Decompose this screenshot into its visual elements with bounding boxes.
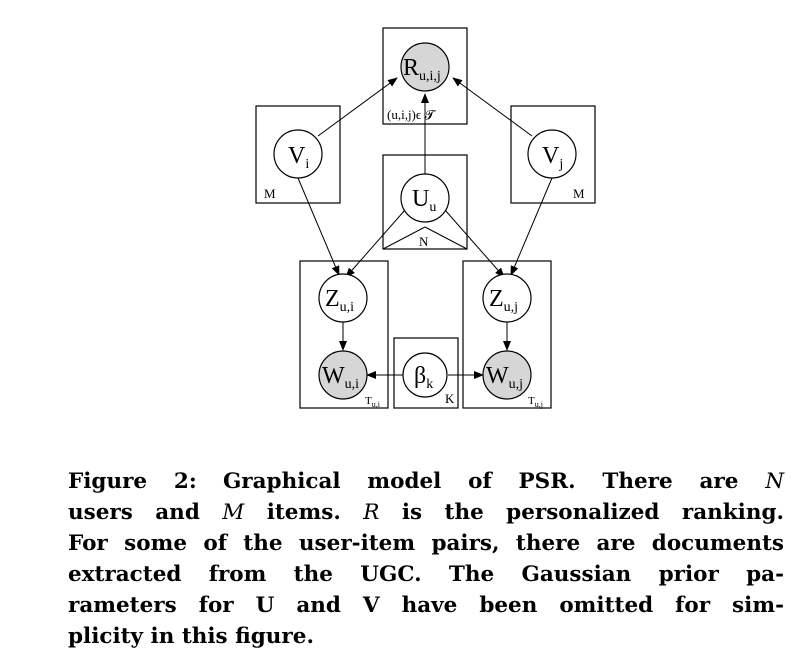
figure-caption: Figure 2: Graphical model of PSR. There … — [68, 466, 784, 652]
node-vj-label: Vj — [542, 143, 563, 172]
plate-users-fold-right — [424, 226, 468, 250]
node-r-label: Ru,i,j — [403, 55, 441, 84]
node-zuj-label: Zu,j — [489, 286, 518, 315]
caption-line1-text: Graphical model of PSR. There are — [222, 469, 766, 494]
node-zui-label: Zu,i — [325, 286, 354, 315]
node-zui — [318, 273, 368, 323]
plate-users-fold-left — [382, 226, 426, 250]
caption-var-m: M — [222, 500, 245, 525]
node-wui — [318, 350, 368, 400]
edge-u-to-zuj — [444, 209, 505, 278]
caption-var-r: R — [363, 500, 380, 525]
caption-line-4: extracted from the UGC. The Gaussian pri… — [68, 562, 784, 587]
plate-topics-label: K — [445, 391, 455, 406]
edge-vi-to-r — [317, 77, 398, 137]
edge-vi-to-zui — [297, 177, 340, 276]
plate-item-i — [255, 105, 341, 204]
edge-u-to-zui — [345, 209, 406, 278]
node-r — [400, 42, 450, 92]
node-u-label: Uu — [412, 186, 436, 215]
plate-doc-ui-label: Tu,i — [365, 395, 381, 409]
plate-users-label: N — [419, 234, 429, 249]
plate-item-j — [510, 105, 596, 204]
node-vj — [527, 129, 577, 179]
node-wui-label: Wu,i — [322, 363, 359, 392]
edge-vj-to-zuj — [510, 177, 553, 276]
caption-line-3: For some of the user-item pairs, there a… — [68, 531, 784, 556]
caption-label: Figure 2: — [68, 469, 197, 494]
node-vi — [273, 129, 323, 179]
graphical-model-diagram: Ru,i,j Vi Vj Uu Zu,i Zu,j Wu,i Wu,j βk (… — [255, 27, 596, 409]
node-wuj-label: Wu,j — [486, 363, 523, 392]
caption-var-n: N — [765, 469, 784, 494]
plate-ranking-label: (u,i,j)ϵ 𝓣 — [387, 107, 436, 122]
plate-doc-uj — [462, 260, 552, 409]
plate-topics — [393, 337, 459, 409]
plate-item-i-label: M — [264, 186, 276, 201]
plate-item-j-label: M — [573, 186, 585, 201]
node-beta-label: βk — [414, 363, 433, 392]
plate-doc-ui — [299, 260, 389, 409]
caption-line-5: rameters for U and V have been omitted f… — [68, 593, 784, 618]
node-vi-label: Vi — [288, 143, 309, 172]
node-wuj — [482, 350, 532, 400]
caption-line-6: plicity in this figure. — [68, 624, 314, 649]
plate-doc-uj-label: Tu,j — [528, 395, 543, 409]
caption-line-2: users and M items. R is the personalized… — [68, 500, 784, 525]
node-zuj — [482, 273, 532, 323]
node-u — [400, 173, 450, 223]
node-beta — [402, 352, 448, 398]
caption-line-1: Figure 2: Graphical model of PSR. There … — [68, 466, 784, 497]
edge-vj-to-r — [452, 77, 533, 137]
